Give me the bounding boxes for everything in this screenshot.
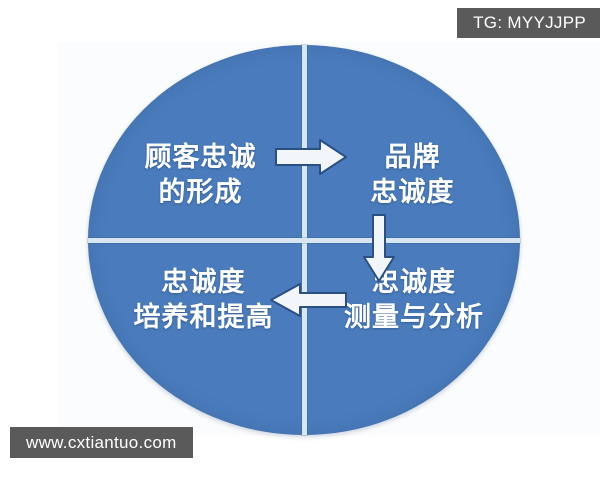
quadrant-top-left-line1: 顾客忠诚 (144, 142, 257, 172)
quadrant-bottom-left-line2: 培养和提高 (133, 301, 274, 332)
horizontal-divider-line (88, 237, 520, 243)
site-watermark-label: www.cxtiantuo.com (26, 432, 177, 452)
quadrant-bottom-right-line2: 测量与分析 (344, 301, 484, 332)
quadrant-bottom-left-line1: 忠诚度 (161, 267, 246, 297)
quadrant-top-right-line1: 品牌 (384, 142, 441, 172)
arrow-down-icon (360, 213, 398, 283)
quadrant-top-left: 顾客忠诚 的形成 (108, 140, 293, 209)
quadrant-bottom-right-line1: 忠诚度 (372, 267, 456, 297)
tag-watermark-label: TG: MYYJJPP (473, 13, 586, 32)
quadrant-top-right-line2: 忠诚度 (370, 176, 455, 207)
quadrant-top-right: 品牌 忠诚度 (320, 140, 505, 209)
quadrant-bottom-left: 忠诚度 培养和提高 (106, 265, 301, 334)
tag-watermark: TG: MYYJJPP (457, 8, 600, 38)
quadrant-bottom-right: 忠诚度 测量与分析 (316, 265, 512, 334)
arrow-right-icon (274, 138, 348, 176)
arrow-left-icon (268, 282, 348, 318)
site-watermark: www.cxtiantuo.com (10, 427, 193, 458)
quadrant-top-left-line2: 的形成 (158, 176, 243, 207)
cycle-diagram: 顾客忠诚 的形成 品牌 忠诚度 忠诚度 培养和提高 忠诚度 测量与分析 (88, 45, 520, 435)
